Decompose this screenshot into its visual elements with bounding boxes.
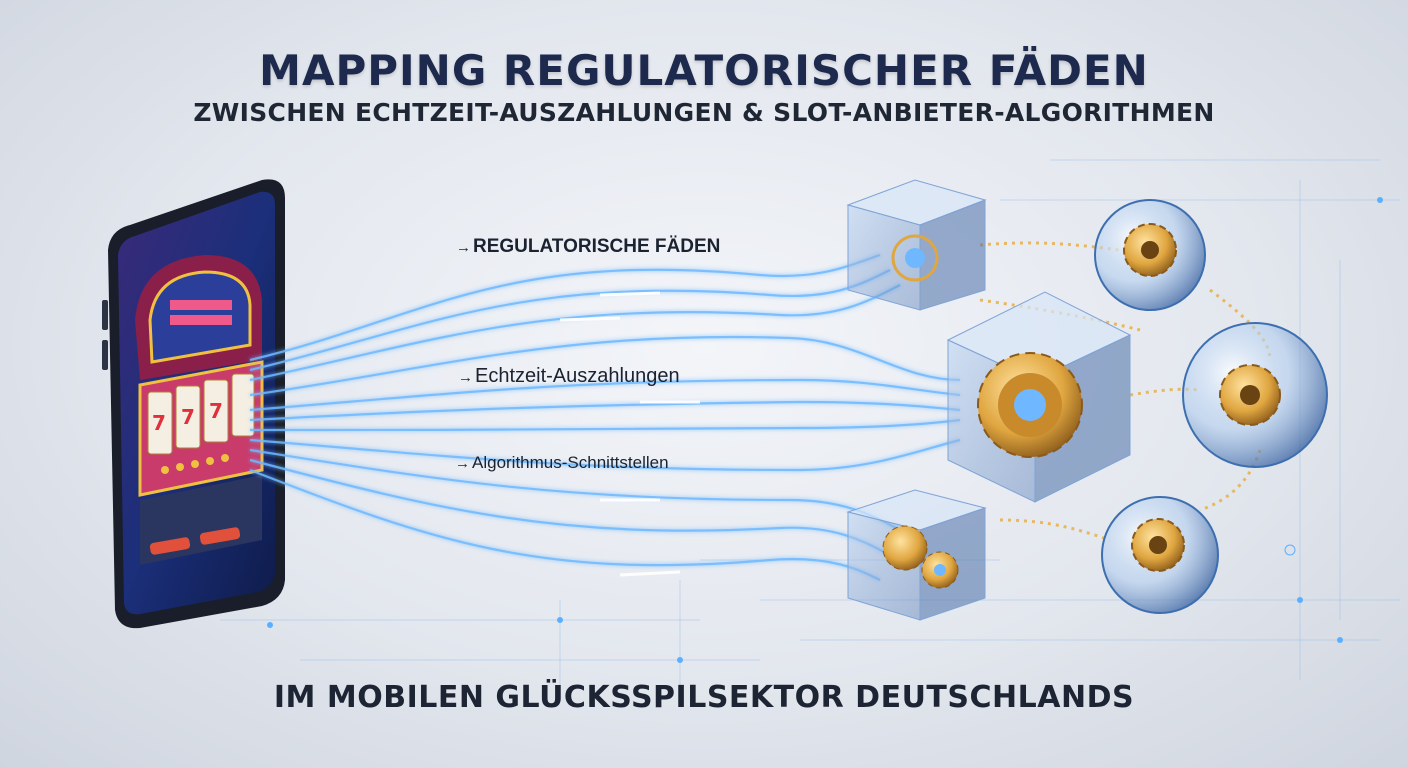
svg-text:7: 7 [152,411,166,435]
label-regulatory-threads: →REGULATORISCHE FÄDEN [456,236,720,258]
svg-text:7: 7 [181,405,195,429]
label-algorithm-interfaces: →Algorithmus-Schnittstellen [455,453,669,473]
gear-icon [1124,224,1176,276]
label-realtime-payouts: →Echtzeit-Auszahlungen [458,365,680,388]
thread-highlights [560,293,700,575]
arrow-right-icon: → [455,455,470,472]
gear-icon [1220,365,1280,425]
arrow-right-icon: → [456,239,471,256]
cube-icon [848,180,985,310]
page-footer: IM MOBILEN GLÜCKSSPILSEKTOR DEUTSCHLANDS [0,680,1408,715]
gear-icon [1132,519,1184,571]
svg-text:7: 7 [209,399,223,423]
arrow-right-icon: → [458,369,473,386]
gear-icon [978,353,1082,457]
